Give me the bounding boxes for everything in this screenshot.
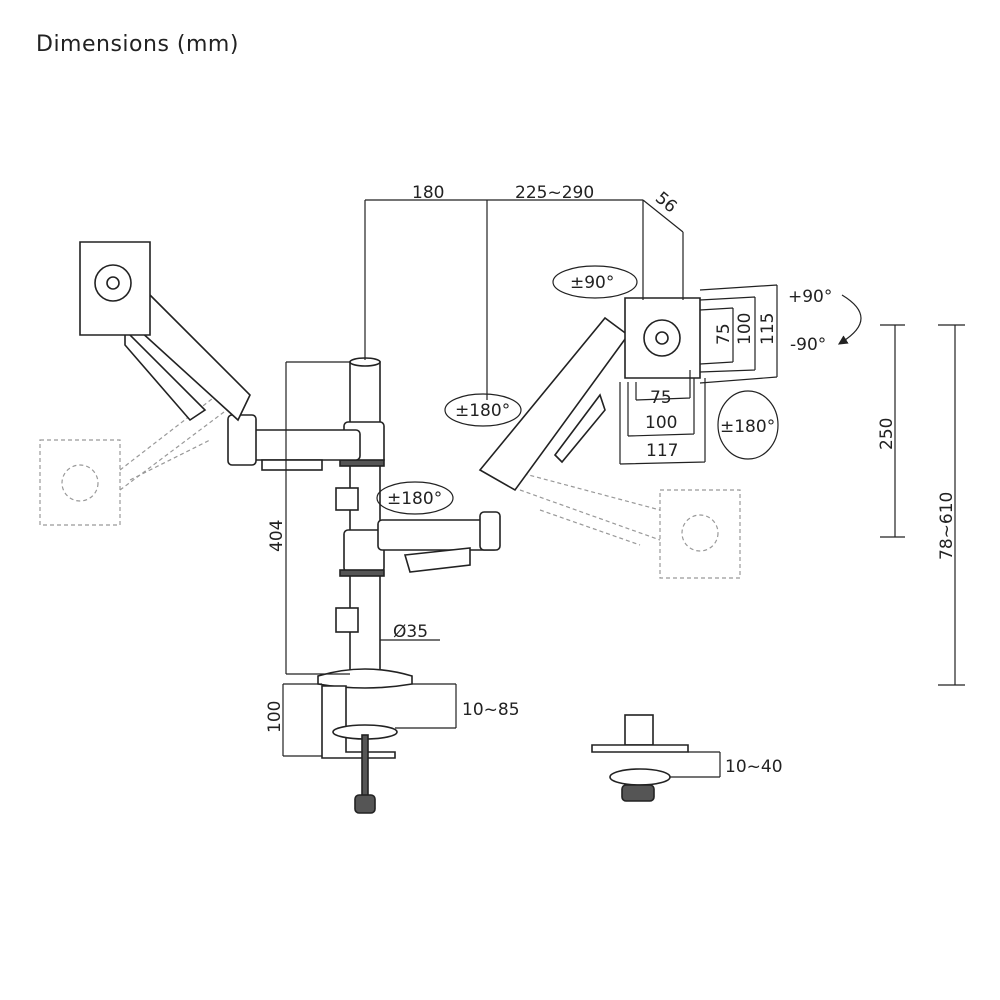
label-tilt-up: +90° (788, 287, 832, 307)
label-clamp-height: 100 (265, 701, 285, 733)
ghost-left-position (39, 384, 241, 526)
right-arm (377, 297, 701, 573)
label-arm-reach: 180 (412, 183, 444, 203)
label-total-height: 78~610 (937, 492, 957, 560)
label-grommet-range: 10~40 (725, 757, 783, 777)
label-rotation-screen: ±180° (720, 417, 775, 437)
label-clamp-range: 10~85 (462, 700, 520, 720)
label-rotation-lower-arm: ±180° (387, 489, 442, 509)
dimension-lines (282, 199, 965, 778)
diagram-title: Dimensions (mm) (36, 32, 239, 57)
label-vesa-h-100: 100 (645, 413, 677, 433)
label-plate-depth: 56 (651, 188, 680, 217)
label-vesa-v-100: 100 (735, 313, 755, 345)
pole (335, 357, 385, 675)
left-arm (79, 241, 361, 471)
label-arm-extension: 225~290 (515, 183, 594, 203)
desk-clamp (317, 668, 413, 814)
label-vesa-h-75: 75 (650, 388, 672, 408)
label-plate-height: 115 (758, 313, 778, 345)
label-rotation-upper-arm: ±180° (455, 401, 510, 421)
label-vesa-v-75: 75 (714, 323, 734, 345)
label-plate-width: 117 (646, 441, 678, 461)
label-swivel-top: ±90° (570, 273, 614, 293)
label-height-adjust: 250 (877, 418, 897, 450)
label-tilt-down: -90° (790, 335, 826, 355)
label-pole-diameter: Ø35 (393, 622, 428, 642)
ghost-right-position (509, 469, 741, 579)
label-pole-height: 404 (267, 520, 287, 552)
grommet-base (591, 714, 689, 802)
